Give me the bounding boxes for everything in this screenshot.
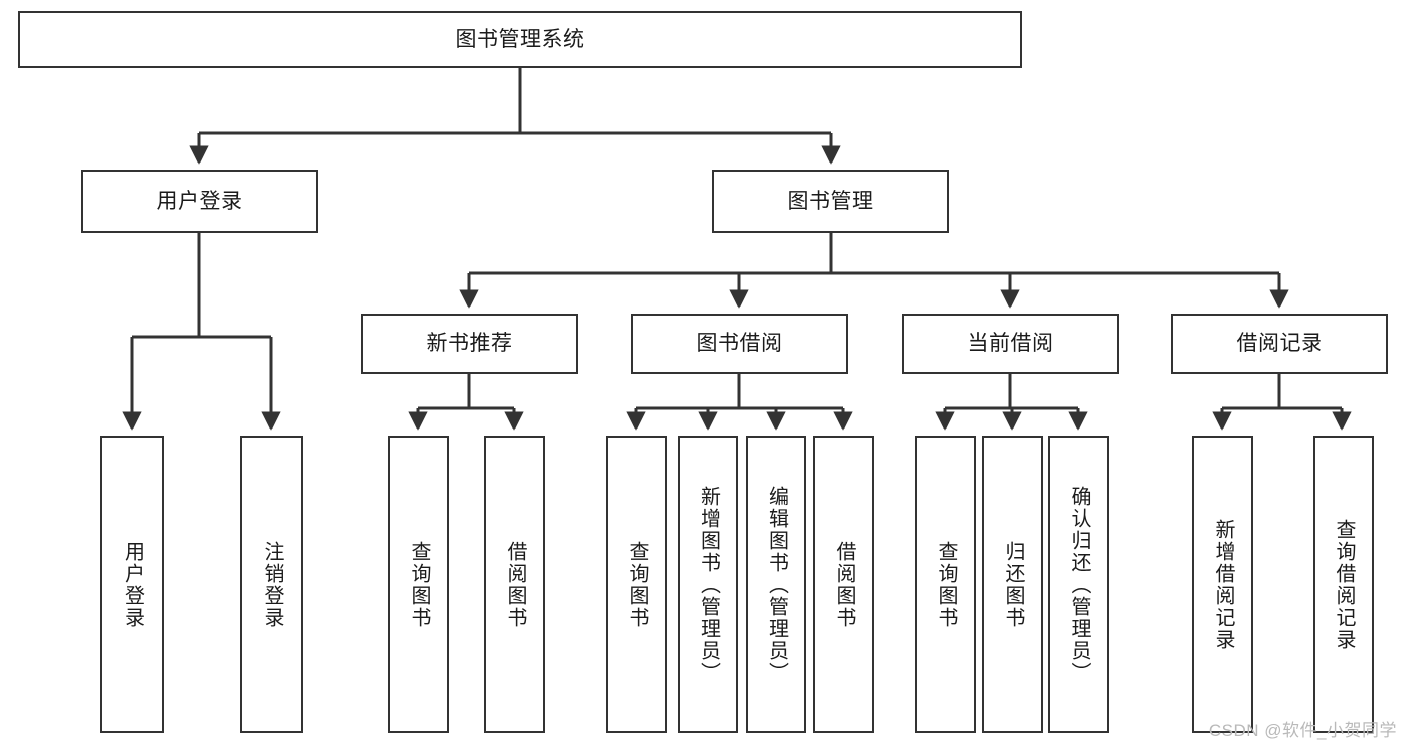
node-leaf-query-book-3[interactable]: 查询图书 <box>915 436 976 733</box>
node-leaf-confirm-return[interactable]: 确认归还（管理员） <box>1048 436 1109 733</box>
node-leaf-logout-label: 注销登录 <box>261 540 283 629</box>
node-leaf-borrow-book-1[interactable]: 借阅图书 <box>484 436 545 733</box>
node-leaf-query-record[interactable]: 查询借阅记录 <box>1313 436 1374 733</box>
node-leaf-edit-book-label: 编辑图书（管理员） <box>765 485 788 684</box>
node-current-borrow-label: 当前借阅 <box>967 332 1054 356</box>
node-leaf-query-book-2[interactable]: 查询图书 <box>606 436 667 733</box>
node-leaf-borrow-book-2[interactable]: 借阅图书 <box>813 436 874 733</box>
node-leaf-user-login[interactable]: 用户登录 <box>100 436 164 733</box>
node-book-manage-label: 图书管理 <box>787 189 874 213</box>
node-leaf-borrow-book-1-label: 借阅图书 <box>504 540 526 629</box>
node-leaf-add-record-label: 新增借阅记录 <box>1212 518 1234 651</box>
node-leaf-query-book-3-label: 查询图书 <box>935 540 957 629</box>
node-leaf-add-book-label: 新增图书（管理员） <box>697 485 720 684</box>
node-leaf-return-book[interactable]: 归还图书 <box>982 436 1043 733</box>
node-borrow-record[interactable]: 借阅记录 <box>1171 314 1388 374</box>
node-leaf-add-book[interactable]: 新增图书（管理员） <box>678 436 738 733</box>
node-book-borrow-label: 图书借阅 <box>696 332 783 356</box>
node-new-book-rec-label: 新书推荐 <box>426 332 513 356</box>
node-leaf-return-book-label: 归还图书 <box>1002 540 1024 629</box>
node-leaf-query-book-1-label: 查询图书 <box>408 540 430 629</box>
node-user-login[interactable]: 用户登录 <box>81 170 318 233</box>
node-leaf-query-record-label: 查询借阅记录 <box>1333 518 1355 651</box>
node-borrow-record-label: 借阅记录 <box>1236 332 1323 356</box>
node-leaf-edit-book[interactable]: 编辑图书（管理员） <box>746 436 806 733</box>
node-leaf-confirm-return-label: 确认归还（管理员） <box>1068 485 1090 684</box>
node-leaf-query-book-2-label: 查询图书 <box>626 540 648 629</box>
node-root-label: 图书管理系统 <box>455 27 585 51</box>
node-leaf-add-record[interactable]: 新增借阅记录 <box>1192 436 1253 733</box>
node-leaf-user-login-label: 用户登录 <box>121 540 144 629</box>
watermark: CSDN @软件_小贺同学 <box>1208 721 1397 740</box>
node-leaf-query-book-1[interactable]: 查询图书 <box>388 436 449 733</box>
node-leaf-logout[interactable]: 注销登录 <box>240 436 303 733</box>
node-book-borrow[interactable]: 图书借阅 <box>631 314 848 374</box>
node-root[interactable]: 图书管理系统 <box>18 11 1022 68</box>
node-book-manage[interactable]: 图书管理 <box>712 170 949 233</box>
node-current-borrow[interactable]: 当前借阅 <box>902 314 1119 374</box>
node-new-book-rec[interactable]: 新书推荐 <box>361 314 578 374</box>
node-user-login-label: 用户登录 <box>156 189 243 213</box>
node-leaf-borrow-book-2-label: 借阅图书 <box>833 540 855 629</box>
